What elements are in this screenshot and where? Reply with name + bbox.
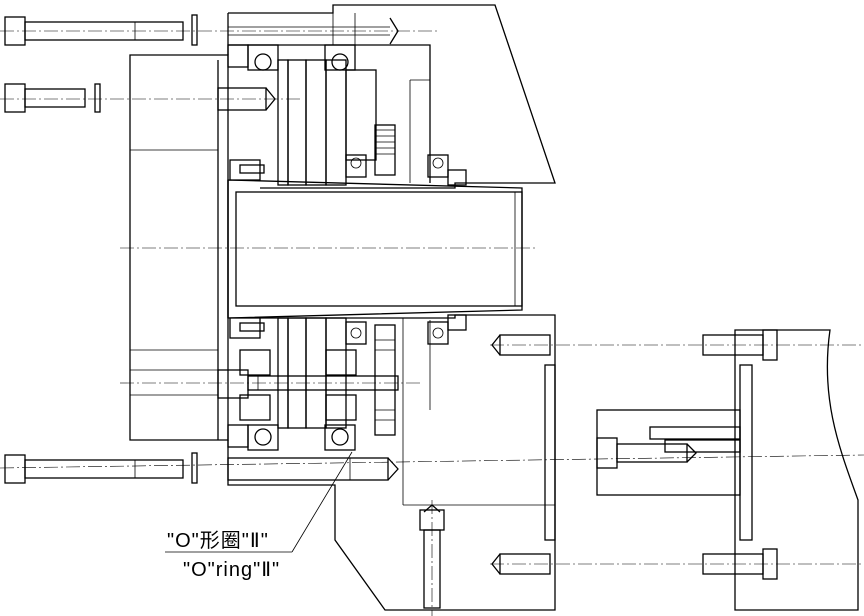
bolt-housing-mid [217, 87, 276, 111]
bolt-vertical [419, 504, 445, 609]
idler-shaft [217, 369, 399, 399]
shaft-clips [229, 159, 265, 339]
bolt-right-bottom [491, 548, 778, 580]
center-lines [0, 30, 864, 616]
bolt-top-left [4, 14, 198, 46]
right-plate [596, 329, 859, 611]
bolt-housing-lower [227, 457, 399, 481]
callout-leader [165, 451, 353, 553]
bearings-upper [227, 44, 467, 186]
bearings-lower [227, 314, 467, 451]
bolt-bottom-left [4, 452, 198, 484]
lower-housing [227, 314, 556, 611]
bolt-mid-left [4, 83, 101, 113]
housing-flange [129, 54, 229, 441]
bolt-right-top [491, 329, 778, 361]
callout-label-chinese: "O"形圈"Ⅱ" [167, 530, 269, 552]
callout-label-english: "O"ring"Ⅱ" [183, 559, 281, 581]
upper-housing [227, 4, 556, 189]
main-shaft [227, 179, 523, 319]
